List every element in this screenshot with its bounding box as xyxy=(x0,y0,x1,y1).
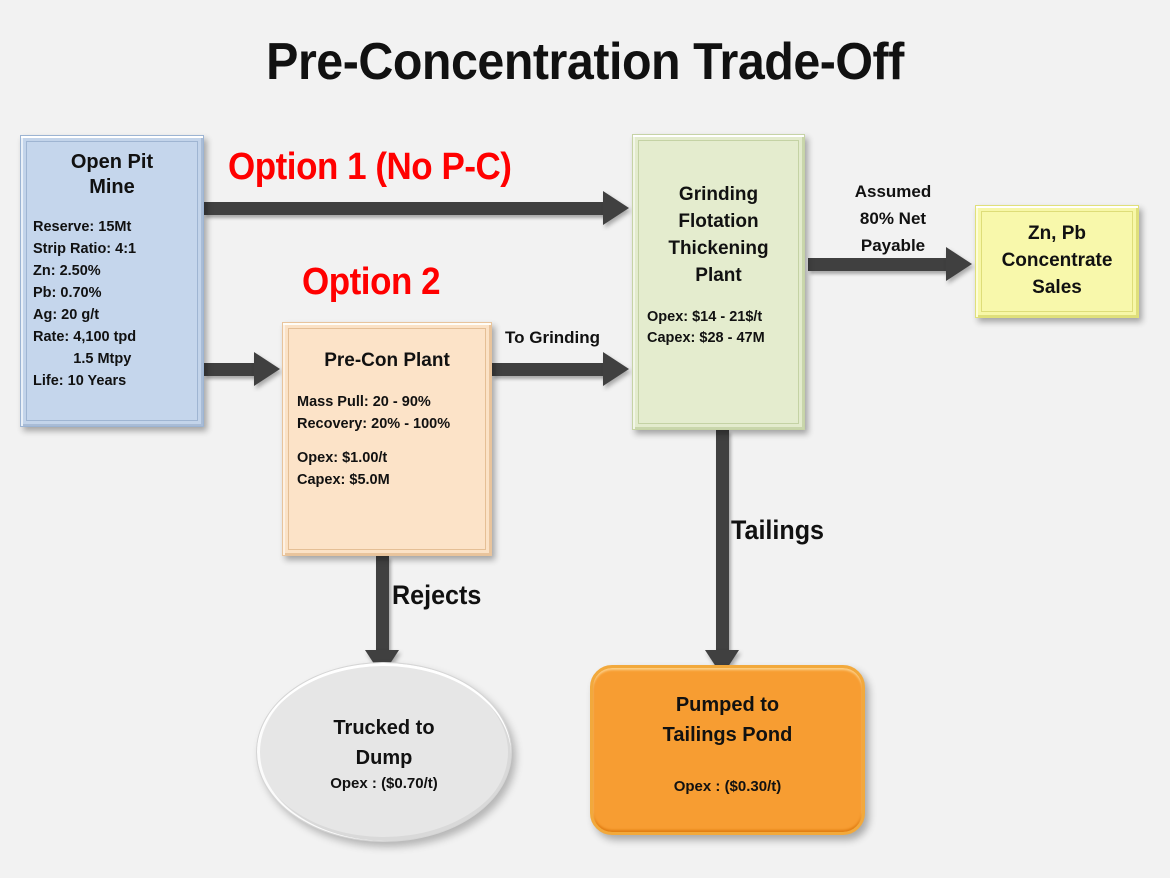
node-tailings-pond-title: Pumped to Tailings Pond xyxy=(663,690,793,750)
node-pre-con-plant[interactable]: Pre-Con Plant Mass Pull: 20 - 90% Recove… xyxy=(282,322,492,556)
mine-detail-strip-ratio: Strip Ratio: 4:1 xyxy=(33,241,137,257)
node-trucked-to-dump-opex: Opex : ($0.70/t) xyxy=(330,774,438,792)
precon-detail-spacer xyxy=(297,435,491,447)
arrow-rejects-shaft xyxy=(376,556,389,656)
label-tailings: Tailings xyxy=(731,515,825,545)
node-concentrate-sales[interactable]: Zn, Pb Concentrate Sales xyxy=(975,205,1139,318)
arrow-to-sales-shaft xyxy=(808,258,948,271)
node-pre-con-plant-content: Pre-Con Plant Mass Pull: 20 - 90% Recove… xyxy=(283,323,491,491)
node-grinding-plant[interactable]: Grinding Flotation Thickening Plant Opex… xyxy=(632,134,805,430)
node-tailings-pond-opex: Opex : ($0.30/t) xyxy=(673,778,782,795)
node-concentrate-sales-content: Zn, Pb Concentrate Sales xyxy=(976,206,1138,301)
page-title: Pre-Concentration Trade-Off xyxy=(266,33,904,91)
node-concentrate-sales-bevel xyxy=(981,211,1133,312)
precon-detail-recovery: Recovery: 20% - 100% xyxy=(297,416,451,432)
label-option-1: Option 1 (No P-C) xyxy=(228,146,512,188)
label-assumed-line-1: Assumed xyxy=(854,182,932,201)
label-assumed-payable: Assumed 80% Net Payable xyxy=(838,178,948,259)
mine-detail-rate: Rate: 4,100 tpd xyxy=(33,329,137,345)
arrow-to-sales-head xyxy=(946,247,972,281)
sales-title-line-3: Sales xyxy=(1032,277,1082,298)
plant-detail-opex: Opex: $14 - 21$/t xyxy=(647,309,763,325)
node-open-pit-mine[interactable]: Open Pit Mine Reserve: 15Mt Strip Ratio:… xyxy=(20,135,204,427)
mine-title-line-1: Open Pit xyxy=(70,151,154,173)
plant-title-line-4: Plant xyxy=(695,265,742,286)
arrow-tailings-shaft xyxy=(716,430,729,658)
arrow-option1-head xyxy=(603,191,629,225)
precon-detail-capex: Capex: $5.0M xyxy=(297,472,390,488)
dump-title-line-2: Dump xyxy=(355,746,413,769)
label-assumed-line-3: Payable xyxy=(860,236,926,255)
dump-title-line-1: Trucked to xyxy=(333,716,435,739)
arrow-to-grinding-shaft xyxy=(492,363,606,376)
precon-detail-opex: Opex: $1.00/t xyxy=(297,450,388,466)
mine-detail-reserve: Reserve: 15Mt xyxy=(33,219,132,235)
node-open-pit-mine-title: Open Pit Mine xyxy=(21,150,203,200)
sales-title-line-1: Zn, Pb xyxy=(1027,223,1087,244)
node-pre-con-plant-details: Mass Pull: 20 - 90% Recovery: 20% - 100%… xyxy=(283,391,491,491)
arrow-option2-head xyxy=(254,352,280,386)
arrow-option1-shaft xyxy=(204,202,606,215)
node-open-pit-mine-details: Reserve: 15Mt Strip Ratio: 4:1 Zn: 2.50%… xyxy=(21,216,203,392)
mine-title-line-2: Mine xyxy=(89,176,135,198)
label-assumed-line-2: 80% Net xyxy=(859,209,927,228)
node-trucked-to-dump-title: Trucked to Dump xyxy=(333,713,434,773)
node-pre-con-plant-title: Pre-Con Plant xyxy=(324,350,450,371)
node-tailings-pond[interactable]: Pumped to Tailings Pond Opex : ($0.30/t) xyxy=(590,665,865,835)
plant-title-line-3: Thickening xyxy=(668,238,769,259)
sales-title-line-2: Concentrate xyxy=(1001,250,1113,271)
plant-title-line-1: Grinding xyxy=(678,184,759,205)
node-open-pit-mine-content: Open Pit Mine Reserve: 15Mt Strip Ratio:… xyxy=(21,136,203,392)
plant-title-line-2: Flotation xyxy=(678,211,759,232)
precon-detail-mass-pull: Mass Pull: 20 - 90% xyxy=(297,394,431,410)
pond-title-line-1: Pumped to xyxy=(675,694,780,716)
label-option-2: Option 2 xyxy=(302,261,441,303)
mine-detail-pb: Pb: 0.70% xyxy=(33,285,102,301)
node-open-pit-mine-bevel xyxy=(26,141,198,421)
node-grinding-plant-details: Opex: $14 - 21$/t Capex: $28 - 47M xyxy=(633,307,804,349)
node-grinding-plant-bevel xyxy=(638,140,799,424)
label-rejects: Rejects xyxy=(392,580,482,610)
node-grinding-plant-content: Grinding Flotation Thickening Plant Opex… xyxy=(633,135,804,349)
mine-detail-zn: Zn: 2.50% xyxy=(33,263,101,279)
pond-title-line-2: Tailings Pond xyxy=(662,724,793,746)
node-concentrate-sales-title: Zn, Pb Concentrate Sales xyxy=(976,220,1138,301)
node-pre-con-plant-bevel xyxy=(288,328,486,550)
arrow-to-grinding-head xyxy=(603,352,629,386)
node-trucked-to-dump[interactable]: Trucked to Dump Opex : ($0.70/t) xyxy=(256,662,512,842)
plant-detail-capex: Capex: $28 - 47M xyxy=(647,330,765,346)
node-grinding-plant-title: Grinding Flotation Thickening Plant xyxy=(633,181,804,289)
mine-detail-ag: Ag: 20 g/t xyxy=(33,307,100,323)
mine-detail-rate-mtpy: 1.5 Mtpy xyxy=(33,351,132,367)
mine-detail-life: Life: 10 Years xyxy=(33,373,127,389)
label-to-grinding: To Grinding xyxy=(505,328,601,347)
arrow-option2-shaft xyxy=(204,363,256,376)
